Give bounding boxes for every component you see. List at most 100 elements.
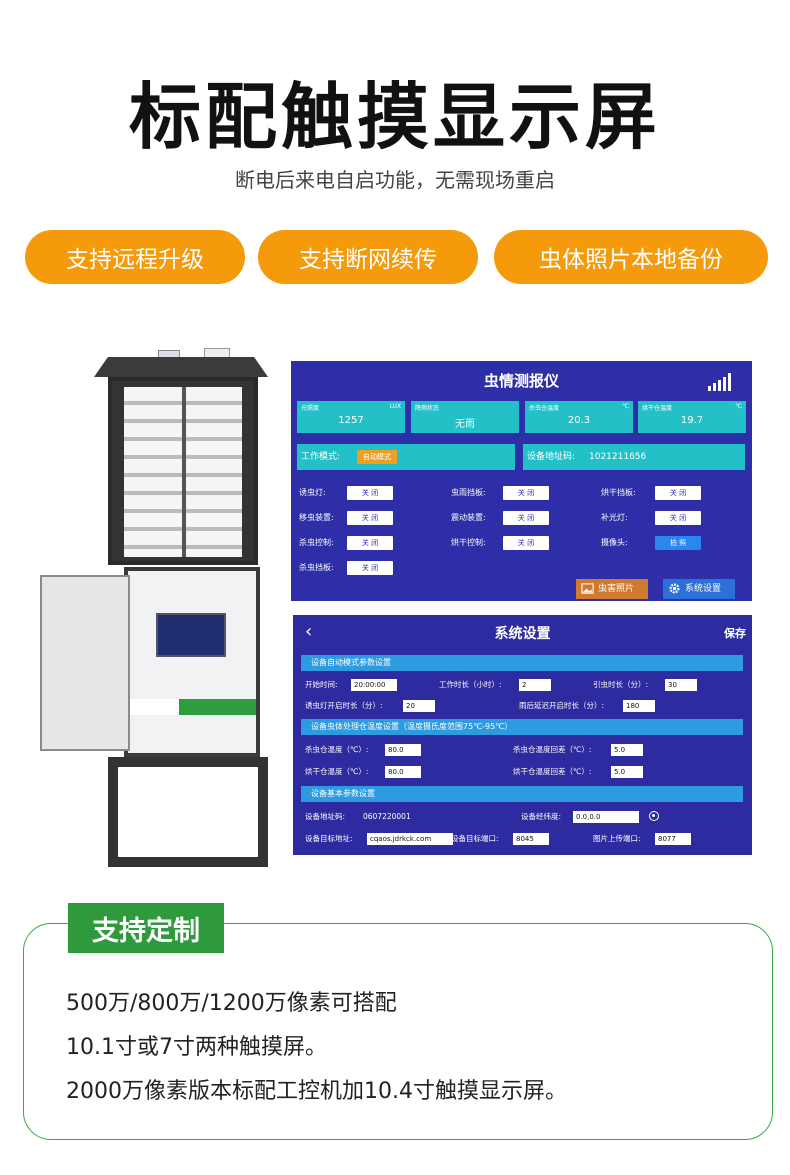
toggle-button[interactable]: 关 闭: [347, 486, 393, 500]
device-address-value: 1021211656: [589, 452, 647, 462]
kill-temp-input[interactable]: 80.0: [385, 744, 421, 756]
cabinet-door: [40, 575, 130, 751]
field-label: 杀虫仓温度（℃）:: [305, 745, 369, 754]
pest-photos-label: 虫害照片: [598, 584, 635, 594]
field-label: 设备目标端口:: [451, 834, 499, 843]
target-port-input[interactable]: 8045: [513, 833, 549, 845]
toggle-button[interactable]: 关 闭: [503, 486, 549, 500]
work-mode-button[interactable]: 自动模式: [357, 450, 397, 464]
system-settings-button[interactable]: 系统设置: [663, 579, 735, 599]
louver-divider: [182, 387, 186, 557]
toggle-button[interactable]: 关 闭: [503, 536, 549, 550]
card-unit: ℃: [735, 403, 742, 410]
custom-line-2: 10.1寸或7寸两种触摸屏。: [66, 1035, 327, 1060]
field-label: 图片上传端口:: [593, 834, 641, 843]
field-device-address: 设备地址码: 0607220001: [305, 811, 411, 823]
rain-delay-input[interactable]: 180: [623, 700, 655, 712]
card-label: 杀虫仓温度: [529, 405, 560, 412]
section-auto-mode: 设备自动模式参数设置: [301, 655, 743, 671]
custom-title: 支持定制: [68, 903, 224, 953]
control-label: 震动装置:: [451, 513, 486, 522]
system-settings-label: 系统设置: [685, 584, 722, 594]
field-kill-diff: 杀虫仓温度回差（℃）: 5.0: [513, 744, 643, 756]
cabinet-stripe: [128, 699, 256, 715]
device-address-bar: 设备地址码: 1021211656: [523, 444, 745, 470]
control-label: 虫雨挡板:: [451, 488, 486, 497]
control-label: 烘干控制:: [451, 538, 486, 547]
control-label: 杀虫挡板:: [299, 563, 334, 572]
custom-line-1: 500万/800万/1200万像素可搭配: [66, 991, 397, 1016]
settings-title: 系统设置: [494, 626, 551, 642]
dry-diff-input[interactable]: 5.0: [611, 766, 643, 778]
cabinet-screen: [156, 613, 226, 657]
lure-duration-input[interactable]: 30: [665, 679, 697, 691]
toggle-button[interactable]: 关 闭: [347, 536, 393, 550]
control-label: 移虫装置:: [299, 513, 334, 522]
work-duration-input[interactable]: 2: [519, 679, 551, 691]
lamp-duration-input[interactable]: 20: [403, 700, 435, 712]
field-rain-delay: 雨后延迟开启时长（分）: 180: [519, 700, 655, 712]
save-button[interactable]: 保存: [724, 627, 746, 640]
section-temperature: 设备虫体处理仓温度设置（温度摄氏度范围75℃-95℃）: [301, 719, 743, 735]
back-button[interactable]: ‹: [305, 621, 313, 642]
card-value: 19.7: [680, 415, 704, 426]
field-label: 工作时长（小时）:: [439, 680, 502, 689]
target-address-input[interactable]: cqaos.jdrkck.com: [367, 833, 453, 845]
toggle-button[interactable]: 关 闭: [655, 511, 701, 525]
card-rain: 降雨状态 无雨: [411, 401, 519, 433]
pest-photos-button[interactable]: 虫害照片: [576, 579, 648, 599]
control-label: 烘干挡板:: [601, 488, 636, 497]
field-label: 开始时间:: [305, 680, 338, 689]
field-start-time: 开始时间: 20:00:00: [305, 679, 397, 691]
gear-icon: [669, 583, 680, 594]
card-label: 降雨状态: [415, 405, 440, 412]
lnglat-input[interactable]: 0.0,0.0: [573, 811, 639, 823]
main-screen: 虫情测报仪 光照度 LUX 1257 降雨状态 无雨 杀虫仓温度 ℃ 20.3 …: [291, 361, 752, 601]
device-stand: [108, 757, 268, 867]
field-label: 诱虫灯开启时长（分）:: [305, 701, 383, 710]
field-label: 雨后延迟开启时长（分）:: [519, 701, 605, 710]
field-label: 设备目标地址:: [305, 834, 353, 843]
page-title: 标配触摸显示屏: [128, 75, 661, 159]
field-image-port: 图片上传端口: 8077: [593, 833, 691, 845]
device-louver-cage: [108, 377, 258, 565]
image-port-input[interactable]: 8077: [655, 833, 691, 845]
camera-capture-button[interactable]: 拍 照: [655, 536, 701, 550]
field-target-port: 设备目标端口: 8045: [451, 833, 549, 845]
card-label: 光照度: [301, 405, 320, 412]
card-dry-temp: 烘干仓温度 ℃ 19.7: [638, 401, 746, 433]
kill-diff-input[interactable]: 5.0: [611, 744, 643, 756]
control-label: 补光灯:: [601, 513, 628, 522]
control-label: 杀虫控制:: [299, 538, 334, 547]
card-value: 20.3: [567, 415, 591, 426]
feature-pill-local-backup: 虫体照片本地备份: [494, 230, 768, 284]
card-label: 烘干仓温度: [642, 405, 673, 412]
device-address-label: 设备地址码:: [527, 452, 576, 462]
image-icon: [581, 583, 594, 594]
toggle-button[interactable]: 关 闭: [347, 561, 393, 575]
card-unit: LUX: [389, 403, 401, 410]
work-mode-bar: 工作模式: 自动模式: [297, 444, 515, 470]
field-target-address: 设备目标地址: cqaos.jdrkck.com: [305, 833, 453, 845]
card-kill-temp: 杀虫仓温度 ℃ 20.3: [525, 401, 633, 433]
card-value: 无雨: [455, 419, 475, 430]
field-label: 杀虫仓温度回差（℃）:: [513, 745, 592, 754]
control-label: 诱虫灯:: [299, 488, 326, 497]
device-roof: [94, 357, 268, 377]
settings-screen: ‹ 系统设置 保存 设备自动模式参数设置 开始时间: 20:00:00 工作时长…: [293, 615, 752, 855]
dry-temp-input[interactable]: 80.0: [385, 766, 421, 778]
field-lure-duration: 引虫时长（分）: 30: [593, 679, 697, 691]
card-value: 1257: [338, 415, 364, 426]
field-label: 设备经纬度:: [521, 812, 562, 821]
locate-icon[interactable]: [649, 811, 659, 821]
toggle-button[interactable]: 关 闭: [655, 486, 701, 500]
start-time-input[interactable]: 20:00:00: [351, 679, 397, 691]
screen-title: 虫情测报仪: [483, 372, 559, 390]
card-light: 光照度 LUX 1257: [297, 401, 405, 433]
card-unit: ℃: [622, 403, 629, 410]
toggle-button[interactable]: 关 闭: [503, 511, 549, 525]
field-label: 烘干仓温度（℃）:: [305, 767, 369, 776]
device-cabinet: [124, 567, 260, 757]
toggle-button[interactable]: 关 闭: [347, 511, 393, 525]
control-label: 摄像头:: [601, 538, 628, 547]
